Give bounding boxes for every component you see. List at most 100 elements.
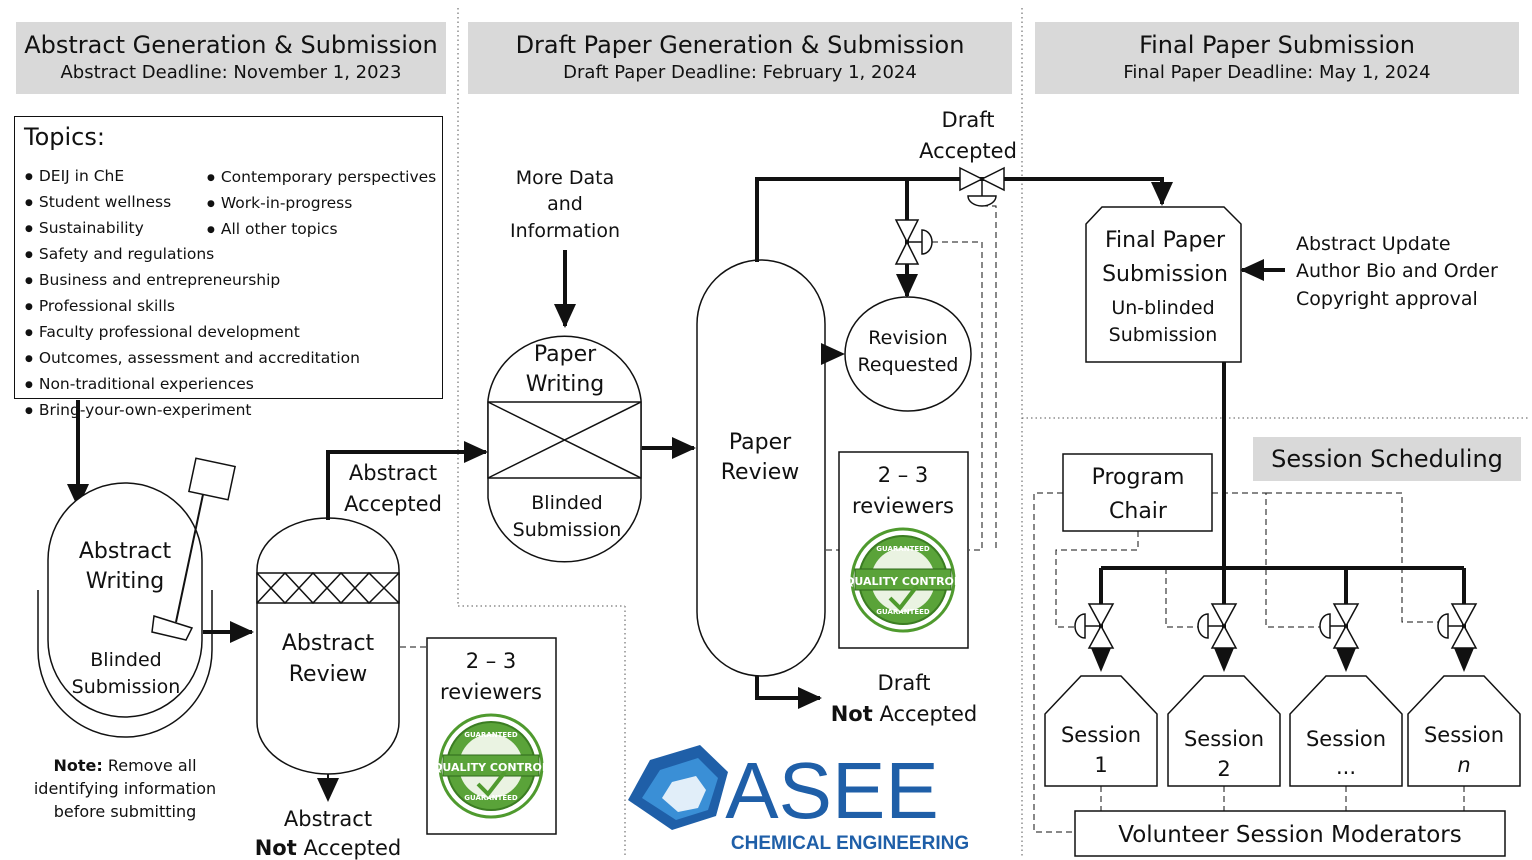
session-number: 1 (1094, 753, 1107, 777)
abstract-writing-label-1: Abstract (79, 539, 172, 564)
session-hopper (1289, 675, 1403, 787)
more-data-3: Information (510, 220, 620, 242)
topic-item: Faculty professional development (25, 321, 360, 347)
topic-item: Non-traditional experiences (25, 373, 360, 399)
program-chair-1: Program (1092, 465, 1185, 490)
abstract-review-column (256, 517, 400, 775)
draft-not-accepted-2: Not Accepted (831, 702, 978, 726)
session-label: Session (1061, 723, 1141, 747)
abstract-review-label-2: Review (289, 662, 368, 687)
session-branches: Session 1 Session 2 Session... Session n (1044, 568, 1521, 811)
abstract-accepted-2: Accepted (344, 492, 442, 516)
topic-item: Bring-your-own-experiment (25, 399, 360, 425)
final-sub-1: Un-blinded (1111, 297, 1214, 319)
moderators-label: Volunteer Session Moderators (1118, 822, 1461, 848)
paper-review-label-1: Paper (729, 430, 792, 455)
abstract-accepted-1: Abstract (349, 461, 437, 485)
header-final-title: Final Paper Submission (1139, 31, 1415, 59)
session-branch: Session 2 (1167, 568, 1281, 811)
topic-item: Safety and regulations (25, 243, 360, 269)
topics-list-col1: DEIJ in ChE Student wellness Sustainabil… (25, 165, 360, 425)
final-label-1: Final Paper (1105, 228, 1226, 253)
header-draft: Draft Paper Generation & Submission Draf… (468, 22, 1012, 94)
draft-accepted-1: Draft (942, 108, 995, 132)
note-line-2: identifying information (34, 779, 216, 798)
header-final: Final Paper Submission Final Paper Deadl… (1035, 22, 1519, 94)
signal-accept-valve (982, 205, 997, 550)
abstract-writing-label-2: Writing (86, 569, 165, 594)
topics-box: Topics: DEIJ in ChE Student wellness Sus… (14, 116, 443, 419)
abstract-not-bold: Not (255, 836, 297, 860)
topic-item: Contemporary perspectives (207, 166, 436, 192)
badge-bot-text: GUARANTEED (876, 608, 930, 616)
logo-wordmark: ASEE (725, 746, 938, 835)
badge-mid-text: QUALITY CONTROL (845, 575, 961, 588)
abstract-not-rest: Accepted (297, 836, 402, 860)
section-dividers (457, 8, 1530, 858)
session-number: 2 (1217, 757, 1230, 781)
paper-writing-sub-1: Blinded (531, 492, 602, 514)
session-hopper (1167, 675, 1281, 787)
badge-bot-text: GUARANTEED (464, 794, 518, 802)
final-label-2: Submission (1102, 262, 1228, 287)
session-branch: Session... (1289, 568, 1403, 811)
paper-reviewers-count: 2 – 3 (878, 463, 929, 487)
paper-review-column (696, 259, 826, 677)
session-hopper (1407, 675, 1521, 787)
requirement-2: Author Bio and Order (1296, 260, 1498, 282)
revision-label-1: Revision (868, 327, 947, 349)
abstract-writing-sub-2: Submission (72, 676, 181, 698)
paper-writing-label-2: Writing (526, 372, 605, 397)
draft-not-accepted-1: Draft (878, 671, 931, 695)
header-final-deadline: Final Paper Deadline: May 1, 2024 (1123, 62, 1431, 83)
draft-not-bold: Not (831, 702, 873, 726)
topic-item: Business and entrepreneurship (25, 269, 360, 295)
topics-title: Topics: (24, 123, 105, 151)
session-scheduling-label: Session Scheduling (1253, 437, 1521, 481)
requirement-1: Abstract Update (1296, 233, 1451, 255)
abstract-review-label-1: Abstract (282, 631, 375, 656)
program-chair-2: Chair (1109, 499, 1168, 524)
note-bold: Note: (53, 756, 102, 775)
signal-revision-valve (932, 241, 983, 551)
abstract-writing-vessel (37, 457, 236, 738)
header-abstract: Abstract Generation & Submission Abstrac… (16, 22, 446, 94)
session-label: Session (1184, 727, 1264, 751)
paper-writing-vessel (487, 335, 642, 563)
session-number: n (1457, 753, 1470, 777)
moderators-box (1074, 810, 1506, 857)
abstract-reviewers-label: reviewers (440, 680, 542, 704)
topic-item: Student wellness (25, 191, 360, 217)
final-sub-2: Submission (1109, 324, 1218, 346)
abstract-reviewers-count: 2 – 3 (466, 649, 517, 673)
signal-program-chair (1033, 492, 1438, 833)
final-submission-node (1085, 206, 1242, 363)
draft-not-rest: Accepted (873, 702, 978, 726)
header-abstract-deadline: Abstract Deadline: November 1, 2023 (60, 62, 402, 83)
topic-item: Sustainability (25, 217, 360, 243)
header-draft-deadline: Draft Paper Deadline: February 1, 2024 (563, 62, 917, 83)
session-branch: Session n (1407, 568, 1521, 811)
note-line-3: before submitting (54, 802, 197, 821)
header-draft-title: Draft Paper Generation & Submission (515, 31, 965, 59)
session-label: Session (1424, 723, 1504, 747)
revision-label-2: Requested (858, 354, 959, 376)
note-rest: Remove all (103, 756, 197, 775)
asee-logo: ASEE CHEMICAL ENGINEERING (628, 745, 969, 854)
topic-item: Outcomes, assessment and accreditation (25, 347, 360, 373)
badge-mid-text: QUALITY CONTROL (433, 761, 549, 774)
draft-accepted-2: Accepted (919, 139, 1017, 163)
program-chair-box (1062, 453, 1213, 532)
paper-review-label-2: Review (721, 460, 800, 485)
revision-requested-node (844, 296, 972, 412)
abstract-not-accepted-1: Abstract (284, 807, 372, 831)
arrow-abstract-accepted (326, 441, 488, 520)
session-branch: Session 1 (1044, 568, 1158, 811)
arrow-draft-not-accepted (755, 676, 822, 709)
header-abstract-title: Abstract Generation & Submission (24, 31, 438, 59)
paper-reviewers-label: reviewers (852, 494, 954, 518)
session-hopper (1044, 675, 1158, 787)
revision-valve-icon (894, 219, 933, 265)
logo-tagline: CHEMICAL ENGINEERING (731, 833, 969, 854)
